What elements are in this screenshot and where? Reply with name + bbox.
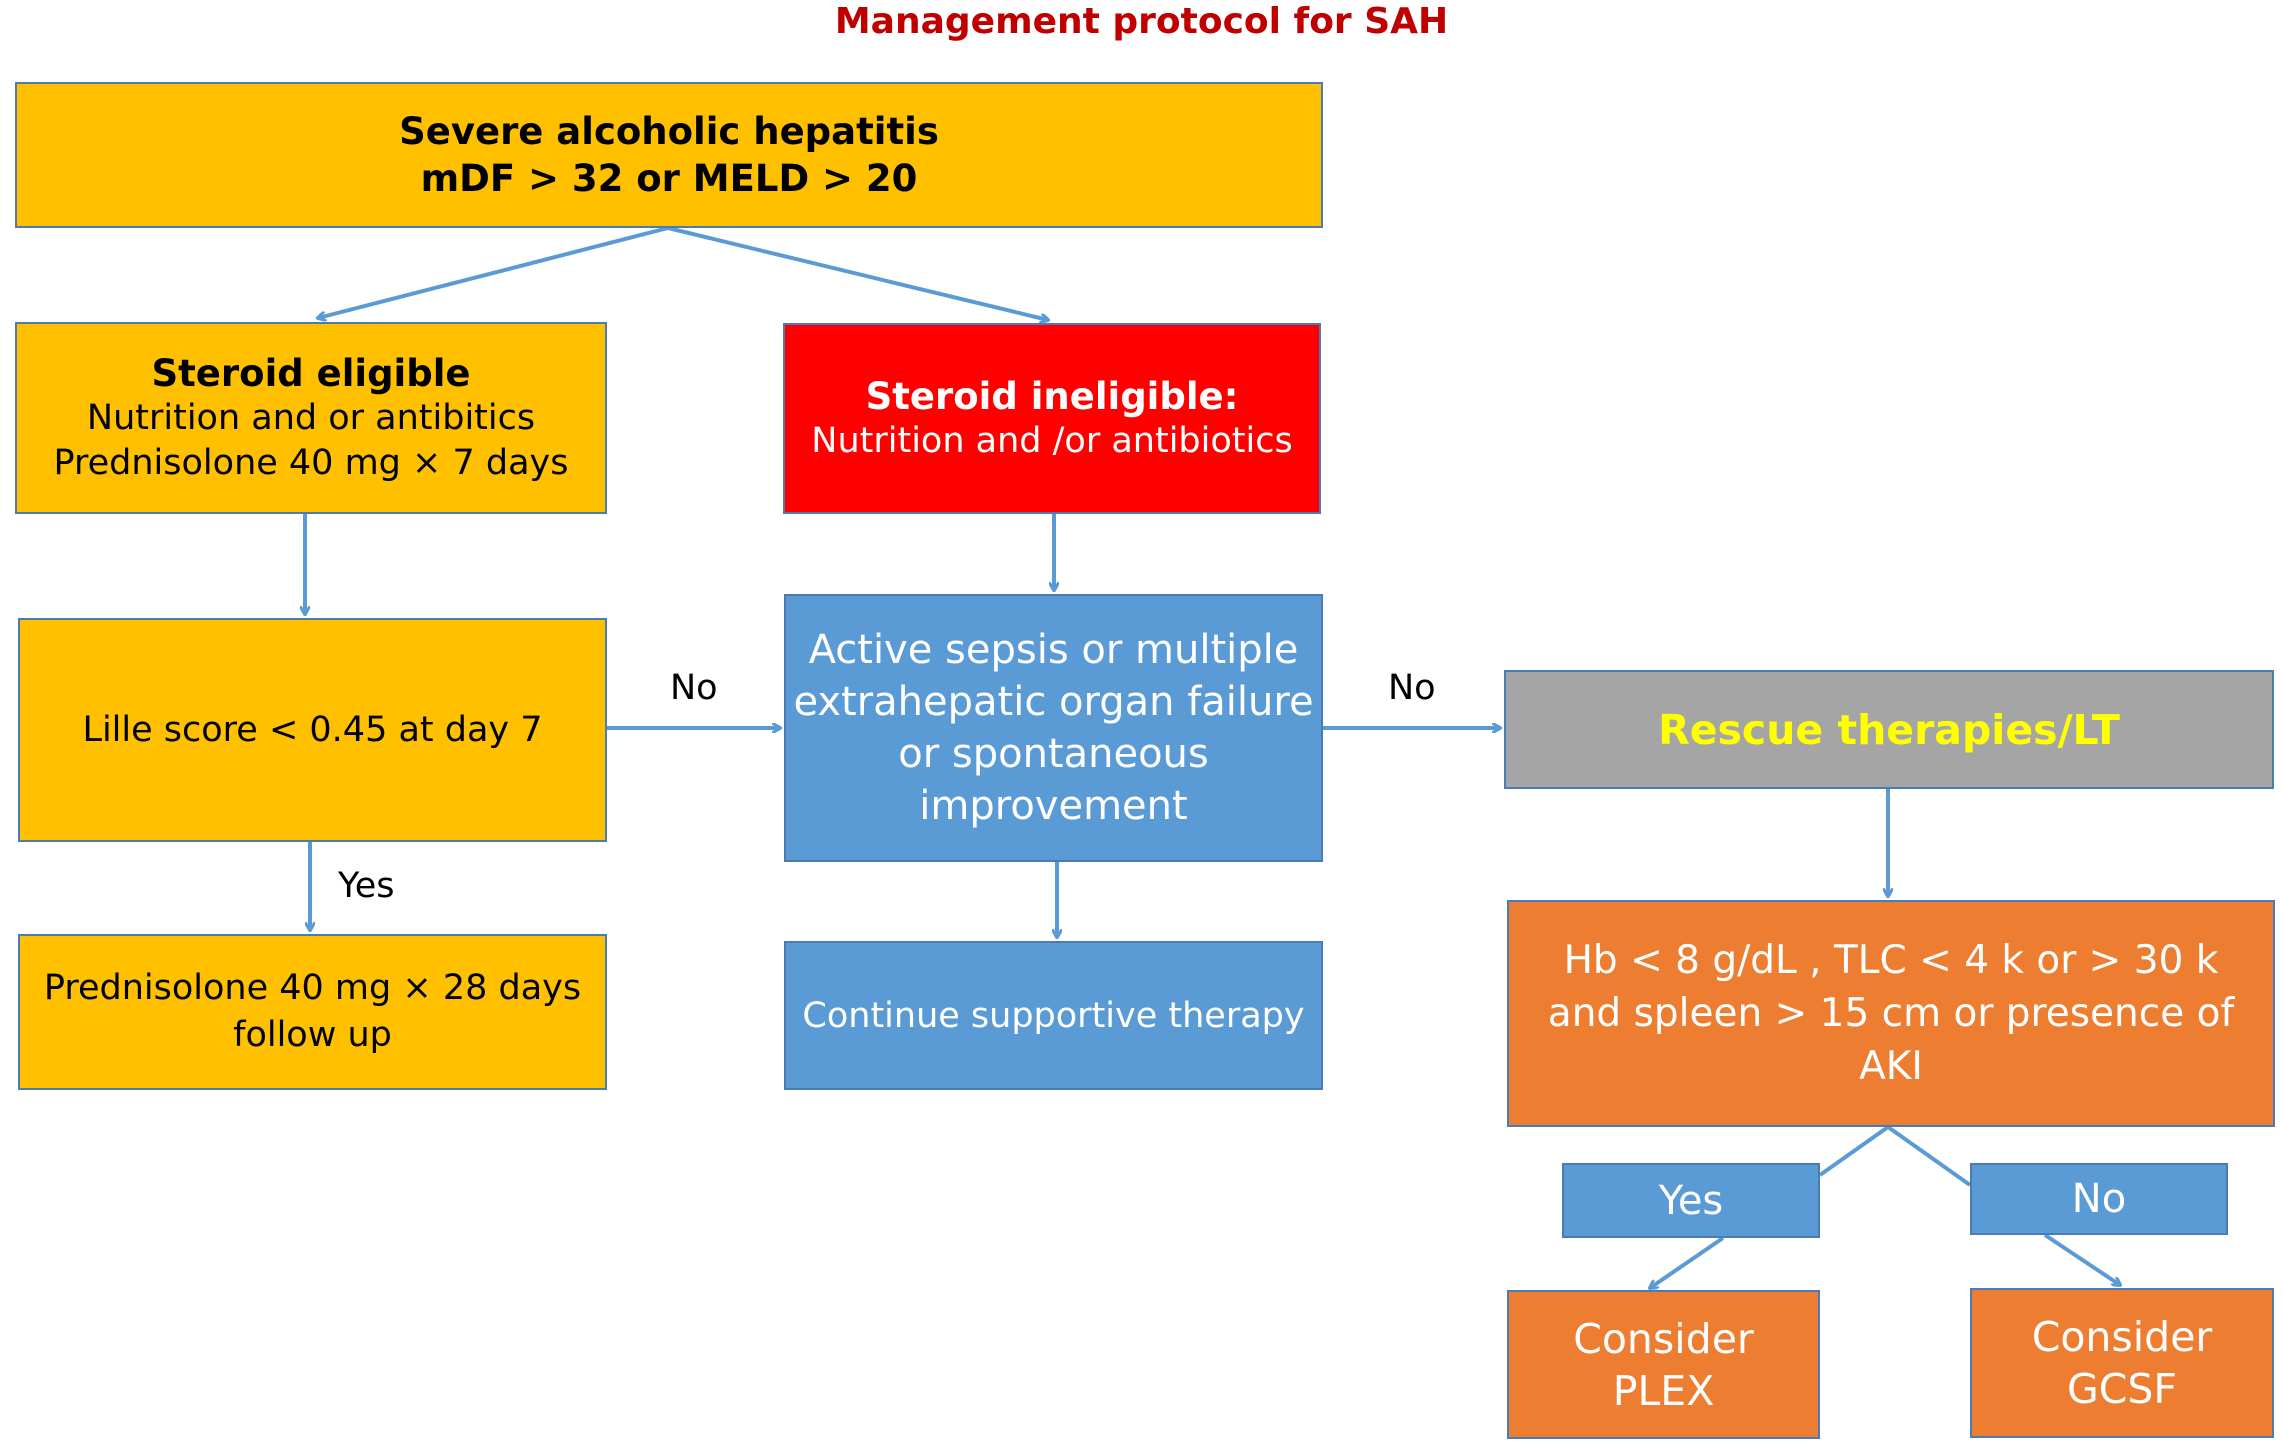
node-consider-gcsf: Consider GCSF [1970,1288,2274,1438]
page-title: Management protocol for SAH [834,1,1449,42]
node-eligible-line2: Prednisolone 40 mg × 7 days [53,442,569,483]
arrow-yes-to-plex [1650,1236,1725,1288]
line-criteria-to-yes [1818,1125,1890,1177]
node-rescue-therapies: Rescue therapies/LT [1504,670,2274,789]
node-plex-line2: PLEX [1612,1366,1715,1415]
node-criteria-line3: AKI [1859,1044,1923,1089]
node-lille-text: Lille score < 0.45 at day 7 [82,710,543,750]
node-criteria-line2: and spleen > 15 cm or presence of [1547,991,2235,1036]
node-active-sepsis: Active sepsis or multiple extrahepatic o… [784,594,1323,862]
node-plex-line1: Consider [1573,1314,1754,1363]
node-steroid-eligible: Steroid eligible Nutrition and or antibi… [15,322,607,514]
node-criteria: Hb < 8 g/dL , TLC < 4 k or > 30 k and sp… [1507,900,2275,1127]
node-severe-alcoholic-hepatitis: Severe alcoholic hepatitis mDF > 32 or M… [15,82,1323,228]
node-sepsis-line4: improvement [919,783,1188,829]
node-supportive-text: Continue supportive therapy [802,995,1305,1036]
node-yes: Yes [1562,1163,1820,1238]
node-criteria-line1: Hb < 8 g/dL , TLC < 4 k or > 30 k [1563,938,2219,983]
node-no-text: No [2071,1176,2127,1222]
node-severe-line2: mDF > 32 or MELD > 20 [420,157,918,200]
node-sepsis-line1: Active sepsis or multiple [808,627,1299,673]
arrow-severe-to-ineligible [667,226,1048,320]
node-yes-text: Yes [1658,1177,1724,1224]
node-steroid-ineligible: Steroid ineligible: Nutrition and /or an… [783,323,1321,514]
node-sepsis-line3: or spontaneous [898,731,1209,777]
node-rescue-text: Rescue therapies/LT [1658,705,2120,754]
node-sepsis-line2: extrahepatic organ failure [793,679,1314,725]
arrow-no-to-gcsf [2043,1233,2120,1285]
node-prednisolone-28-days: Prednisolone 40 mg × 28 days follow up [18,934,607,1090]
node-eligible-line1: Nutrition and or antibitics [86,397,536,438]
line-criteria-to-no [1886,1125,1972,1187]
node-gcsf-line1: Consider [2031,1313,2213,1361]
node-gcsf-line2: GCSF [2066,1365,2177,1413]
node-no: No [1970,1163,2228,1235]
node-severe-line1: Severe alcoholic hepatitis [399,110,939,153]
edge-label-lille-no: No [670,668,718,708]
node-eligible-heading: Steroid eligible [151,351,471,395]
node-ineligible-heading: Steroid ineligible: [865,374,1239,418]
edge-label-sepsis-no: No [1388,668,1436,708]
node-ineligible-line1: Nutrition and /or antibiotics [811,420,1293,461]
arrow-severe-to-eligible [318,226,669,318]
node-pred28-line2: follow up [233,1015,392,1055]
node-consider-plex: Consider PLEX [1507,1290,1820,1439]
node-pred28-line1: Prednisolone 40 mg × 28 days [43,968,582,1008]
edge-label-lille-yes: Yes [338,866,395,906]
node-lille-score: Lille score < 0.45 at day 7 [18,618,607,842]
node-continue-supportive-therapy: Continue supportive therapy [784,941,1323,1090]
